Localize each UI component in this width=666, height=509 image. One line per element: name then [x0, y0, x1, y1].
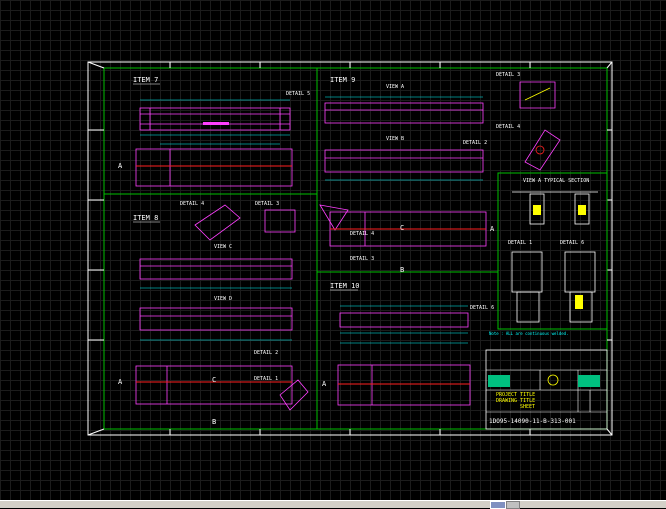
item9-detail-callout: DETAIL 2 — [463, 140, 487, 146]
detail1-drawing — [511, 251, 543, 323]
item8-view-c — [139, 258, 293, 280]
item8-view-c-label: VIEW C — [214, 244, 232, 250]
detail4-label: DETAIL 4 — [496, 124, 520, 130]
item7-plan — [135, 148, 293, 187]
item9-plan-section-a: A — [490, 225, 495, 233]
item10-group: ITEM 10 DETAIL 6 A — [322, 282, 494, 406]
seal-icon — [547, 374, 559, 386]
item9-plan-group: DETAIL 4 DETAIL 3 C B A — [319, 204, 495, 274]
item8-section-c: C — [212, 376, 216, 384]
item7-dim-label — [203, 122, 229, 125]
item9-plan-detail4: DETAIL 4 — [350, 231, 374, 237]
item10-label: ITEM 10 — [330, 282, 360, 290]
item10-view-marker: A — [322, 380, 327, 388]
detail6-label: DETAIL 6 — [560, 240, 584, 246]
item9-plan-detail3: DETAIL 3 — [350, 256, 374, 262]
item8-detail-drawing — [194, 204, 296, 241]
detail1-label: DETAIL 1 — [508, 240, 532, 246]
typical-weld-left — [533, 205, 541, 215]
frame-corner-marks — [87, 61, 613, 436]
typical-section-drawing — [512, 191, 598, 225]
title-line2: DRAWING TITLE — [496, 398, 535, 404]
item7-group: ITEM 7 DETAIL 5 A — [118, 76, 310, 187]
item9-group: ITEM 9 VIEW A VIEW B DETAIL 2 DETAIL 3 D… — [324, 72, 561, 181]
item8-detail-callout: DETAIL 4 — [180, 201, 204, 207]
item7-view-marker: A — [118, 162, 123, 170]
title-block: Note : ALL are continuous welded. PROJEC… — [485, 331, 608, 430]
item10-dimensions — [340, 305, 468, 344]
title-note: Note : ALL are continuous welded. — [489, 331, 568, 336]
item8-detail2-callout: DETAIL 2 — [254, 350, 278, 356]
frame-border — [103, 67, 608, 430]
view-a-typical-label: VIEW A TYPICAL SECTION — [523, 178, 589, 184]
item10-plan — [337, 364, 471, 406]
tray-icon-secondary[interactable] — [506, 501, 520, 509]
detail6-weld — [575, 295, 583, 309]
item9-plan-section-c: C — [400, 224, 404, 232]
client-logo-icon — [578, 375, 600, 387]
border-tick-marks — [88, 62, 612, 435]
detail6-drawing — [564, 251, 596, 323]
company-logo-icon — [488, 375, 510, 387]
item8-view-marker: A — [118, 378, 123, 386]
item10-elevation — [339, 312, 469, 328]
item7-detail-callout: DETAIL 5 — [286, 91, 310, 97]
item10-detail-callout: DETAIL 6 — [470, 305, 494, 311]
item9-view-a-label: VIEW A — [386, 84, 404, 90]
item8-section-b: B — [212, 418, 216, 426]
item7-dimensions — [140, 99, 290, 145]
item8-view-d-label: VIEW D — [214, 296, 232, 302]
item8-plan — [135, 365, 293, 405]
item8-detail1-drawing — [279, 379, 309, 411]
item9-view-b-label: VIEW B — [386, 136, 404, 142]
item8-detail1-callout: DETAIL 1 — [254, 376, 278, 382]
item9-label: ITEM 9 — [330, 76, 355, 84]
drawing-number: 1DO95-14090-11-B-313-001 — [489, 418, 576, 425]
item8-label: ITEM 8 — [133, 214, 158, 222]
item8-group: ITEM 8 DETAIL 4 DETAIL 3 VIEW C VIEW D D… — [118, 201, 309, 426]
item9-view-a — [324, 102, 484, 124]
item9-view-b — [324, 149, 484, 173]
item8-view-d — [139, 307, 293, 331]
title-line1: PROJECT TITLE — [496, 392, 535, 398]
detail4-drawing — [524, 129, 561, 171]
item8-detail3-callout: DETAIL 3 — [255, 201, 279, 207]
section-dividers — [104, 68, 608, 429]
detail3-drawing — [519, 81, 556, 109]
title-line3: SHEET — [520, 404, 535, 410]
item7-elevation — [139, 107, 291, 131]
detail3-label: DETAIL 3 — [496, 72, 520, 78]
item7-label: ITEM 7 — [133, 76, 158, 84]
view-a-typical-group: VIEW A TYPICAL SECTION DETAIL 1 DETAIL 6 — [508, 178, 598, 323]
typical-weld-right — [578, 205, 586, 215]
tray-icon[interactable] — [490, 501, 506, 509]
item9-plan-section-b: B — [400, 266, 404, 274]
